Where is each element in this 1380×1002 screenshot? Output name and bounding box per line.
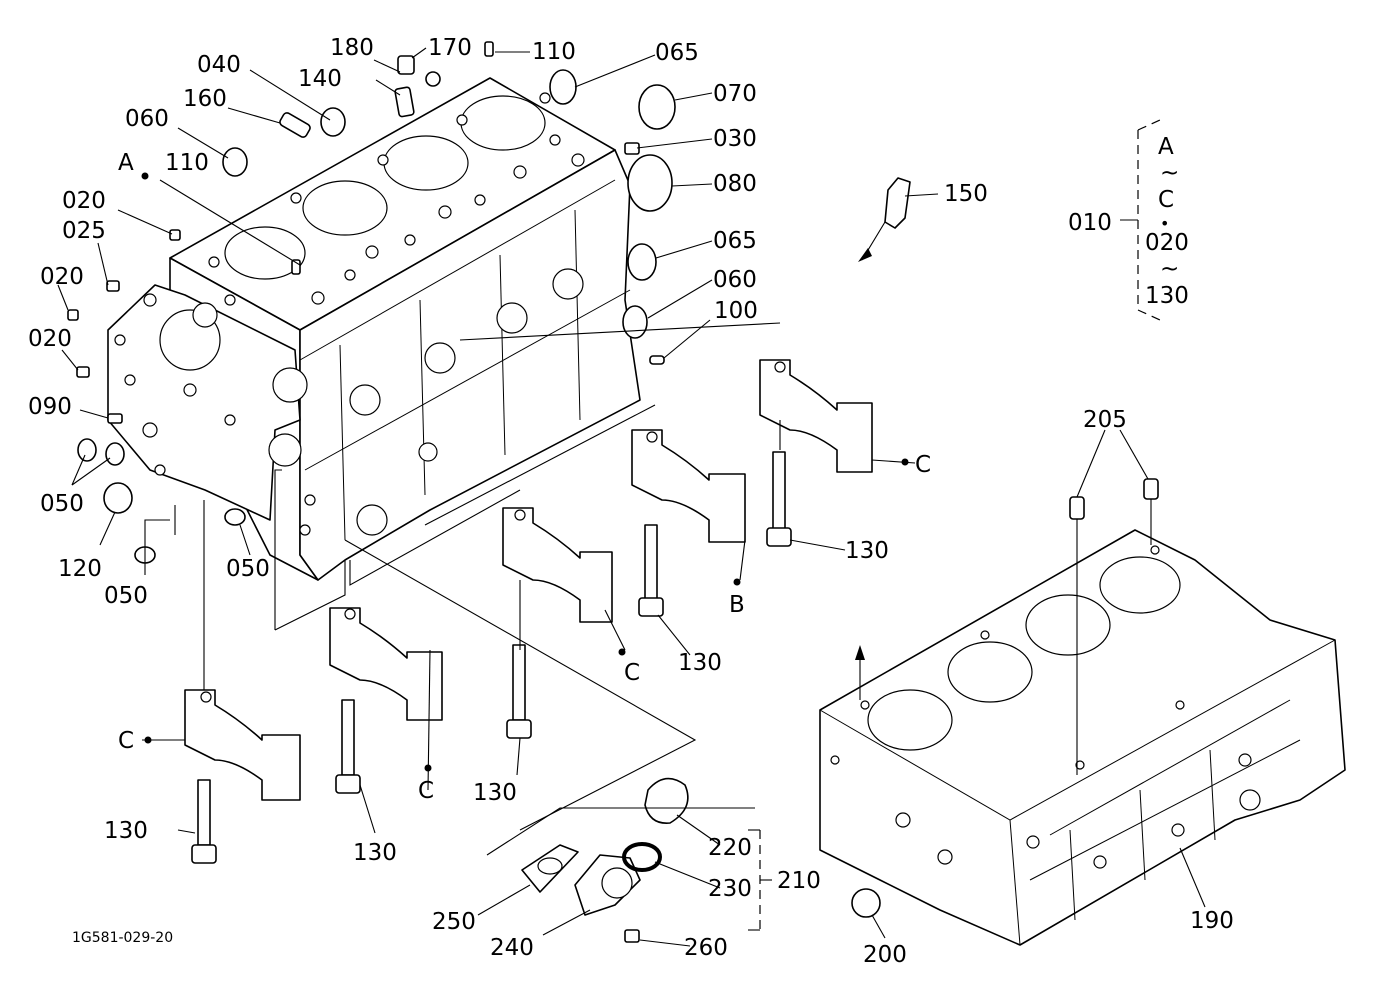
ref-c-lower: C bbox=[418, 778, 434, 804]
part-labels: 180 170 110 065 040 140 070 160 060 030 … bbox=[28, 35, 1234, 968]
label-160: 160 bbox=[183, 86, 227, 112]
bearing-cap-5 bbox=[759, 359, 873, 547]
ref-c-right: C bbox=[915, 452, 931, 478]
label-240: 240 bbox=[490, 935, 534, 961]
leader-lines bbox=[57, 47, 1206, 947]
label-260: 260 bbox=[684, 935, 728, 961]
label-130-e: 130 bbox=[845, 538, 889, 564]
label-050-left: 050 bbox=[40, 491, 84, 517]
kit-to: 130 bbox=[1145, 283, 1189, 309]
label-130-a: 130 bbox=[104, 818, 148, 844]
label-050-mid: 050 bbox=[226, 556, 270, 582]
kit-c: C bbox=[1158, 187, 1174, 213]
label-110-left: 110 bbox=[165, 150, 209, 176]
label-020-c: 020 bbox=[28, 326, 72, 352]
reference-dots bbox=[141, 172, 909, 772]
bearing-cap-4 bbox=[631, 429, 746, 617]
block-small-parts bbox=[67, 41, 911, 564]
label-040: 040 bbox=[197, 52, 241, 78]
oil-filler-210 bbox=[486, 777, 755, 943]
label-080: 080 bbox=[713, 171, 757, 197]
label-020-a: 020 bbox=[62, 188, 106, 214]
ref-b: B bbox=[729, 592, 745, 618]
group-outlines bbox=[203, 119, 1161, 931]
label-190: 190 bbox=[1190, 908, 1234, 934]
label-250: 250 bbox=[432, 909, 476, 935]
label-210: 210 bbox=[777, 868, 821, 894]
label-120: 120 bbox=[58, 556, 102, 582]
ref-c-left: C bbox=[118, 728, 134, 754]
label-070: 070 bbox=[713, 81, 757, 107]
label-030: 030 bbox=[713, 126, 757, 152]
kit-tilde-1: ~ bbox=[1160, 160, 1179, 186]
label-090: 090 bbox=[28, 394, 72, 420]
label-050-bottom: 050 bbox=[104, 583, 148, 609]
label-065-side: 065 bbox=[713, 228, 757, 254]
bearing-cap-1 bbox=[184, 689, 301, 864]
label-220: 220 bbox=[708, 835, 752, 861]
bearing-cap-3 bbox=[502, 507, 613, 739]
kit-tilde-2: ~ bbox=[1160, 256, 1179, 282]
label-205: 205 bbox=[1083, 407, 1127, 433]
label-180: 180 bbox=[330, 35, 374, 61]
label-060-side: 060 bbox=[713, 267, 757, 293]
diagram-id: 1G581-029-20 bbox=[72, 930, 173, 946]
kit-note: A ~ C • 020 ~ 130 bbox=[1145, 134, 1189, 309]
label-170: 170 bbox=[428, 35, 472, 61]
ref-a: A bbox=[118, 150, 134, 176]
kit-from: 020 bbox=[1145, 230, 1189, 256]
label-150: 150 bbox=[944, 181, 988, 207]
label-025: 025 bbox=[62, 218, 106, 244]
ref-c-mid: C bbox=[624, 660, 640, 686]
label-200: 200 bbox=[863, 942, 907, 968]
bearing-caps bbox=[184, 359, 873, 864]
kit-a: A bbox=[1158, 134, 1174, 160]
cylinder-block bbox=[107, 77, 641, 581]
kit-dot: • bbox=[1160, 214, 1169, 233]
label-140: 140 bbox=[298, 66, 342, 92]
bearing-cap-2 bbox=[329, 607, 443, 794]
label-060-top: 060 bbox=[125, 106, 169, 132]
label-230: 230 bbox=[708, 876, 752, 902]
label-020-b: 020 bbox=[40, 264, 84, 290]
label-110-top: 110 bbox=[532, 39, 576, 65]
label-130-b: 130 bbox=[353, 840, 397, 866]
label-010: 010 bbox=[1068, 210, 1112, 236]
label-065-top: 065 bbox=[655, 40, 699, 66]
label-100: 100 bbox=[714, 298, 758, 324]
crankcase-190 bbox=[819, 478, 1346, 946]
label-130-c: 130 bbox=[473, 780, 517, 806]
label-130-d: 130 bbox=[678, 650, 722, 676]
